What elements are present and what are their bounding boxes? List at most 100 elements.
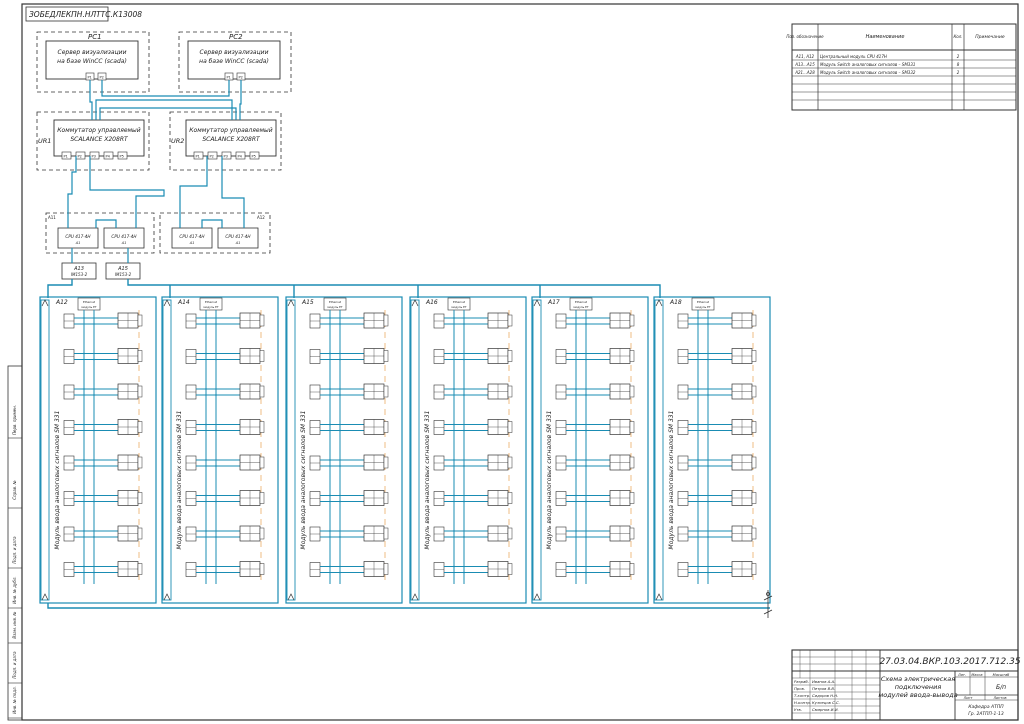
rack-head-text: Ethernet bbox=[697, 300, 710, 304]
title-block-org-1: Кафедра АТПП bbox=[968, 704, 1004, 710]
tb-name: Сидоров Н.Н. bbox=[812, 693, 838, 698]
rack-frame bbox=[39, 296, 157, 604]
rack-head-module bbox=[323, 297, 347, 311]
side-label: Инв. № подл. bbox=[12, 686, 17, 714]
cpu-module bbox=[171, 227, 213, 249]
rack-head-text-2: модуль ЕТ bbox=[695, 305, 711, 309]
rack-channel-row bbox=[433, 561, 513, 577]
rack-channel-row bbox=[677, 561, 757, 577]
spec-cell-name: Модуль Switch аналоговых сигналов – SM33… bbox=[820, 70, 916, 75]
rack-channel-row bbox=[677, 454, 757, 471]
rack-head-text: Ethernet bbox=[575, 300, 588, 304]
side-label: Перв. примен. bbox=[12, 405, 17, 435]
switch-port bbox=[89, 151, 100, 160]
rack-channel-row bbox=[677, 490, 757, 506]
tb-role: Разраб. bbox=[794, 679, 809, 684]
switch-2-line2: SCALANCE X208RT bbox=[202, 136, 261, 143]
rack-channel-row bbox=[555, 348, 635, 364]
rack-channel-row bbox=[677, 525, 757, 542]
switch-port bbox=[193, 151, 204, 160]
switch-port-label: P3 bbox=[92, 155, 96, 159]
title-block-sheet-label: Лист bbox=[963, 696, 974, 700]
rack-vertical-label: Модуль ввода аналоговых сигналов SM 331 bbox=[424, 411, 431, 550]
cpu-group-left-dashed bbox=[45, 212, 155, 254]
rack-channel-row bbox=[433, 348, 513, 364]
rack-bus-bar bbox=[532, 299, 542, 601]
cpu-module-name: CPU 417-4H bbox=[65, 234, 91, 239]
tb-name: Иванов А.А. bbox=[812, 679, 835, 684]
rack-channel-row bbox=[677, 383, 757, 400]
rack-channel-row bbox=[309, 312, 389, 329]
switch-1-label: UR1 bbox=[38, 137, 51, 145]
cpu-module bbox=[217, 227, 259, 249]
rack-arrow-top bbox=[655, 299, 663, 307]
rack-channel-row bbox=[555, 312, 635, 329]
rack-head-module bbox=[569, 297, 593, 311]
switch-2-label: UR2 bbox=[171, 137, 184, 145]
rack-frame bbox=[653, 296, 771, 604]
switch-port-label: P4 bbox=[106, 155, 111, 159]
rack-frame bbox=[161, 296, 279, 604]
bus-terminator bbox=[763, 590, 773, 618]
pc-2-line1: Сервер визуализации bbox=[200, 49, 269, 56]
rack-label: A17 bbox=[547, 299, 560, 306]
spec-cell-pos: A13...A15 bbox=[794, 62, 815, 67]
rack-arrow-bottom bbox=[533, 593, 541, 601]
rack-arrow-bottom bbox=[411, 593, 419, 601]
rack-vertical-label: Модуль ввода аналоговых сигналов SM 331 bbox=[300, 411, 307, 550]
spec-header-name: Наименование bbox=[866, 34, 905, 40]
rack-arrow-top bbox=[287, 299, 295, 307]
rack-channel-row bbox=[433, 419, 513, 435]
spec-header-pos: Поз. обозначение bbox=[786, 34, 824, 39]
return-bus bbox=[47, 603, 770, 609]
title-block-code: 27.03.04.ВКР.103.2017.712.35 bbox=[879, 657, 1020, 667]
spec-cell-pos: A21...A28 bbox=[794, 70, 815, 75]
top-stamp-text: ЗОБЕДЛЕКПН.НЛТТС.К13008 bbox=[29, 10, 142, 19]
cpu-module-name: CPU 417-4H bbox=[225, 234, 251, 239]
side-label: Справ. № bbox=[12, 480, 17, 499]
switch-port bbox=[235, 151, 246, 160]
spec-cell-name: Центральный модуль CPU 417H bbox=[820, 54, 887, 59]
switch-port bbox=[221, 151, 232, 160]
rack-channel-row bbox=[185, 525, 265, 542]
rack-channel-row bbox=[309, 419, 389, 435]
switch-port bbox=[103, 151, 114, 160]
cpu-module-sub: А1 bbox=[121, 241, 127, 245]
rack-bus-bar bbox=[410, 299, 420, 601]
im-2-sub: IM153-2 bbox=[115, 272, 132, 277]
switch-port bbox=[61, 151, 72, 160]
title-block-org-2: Гр. 2АТПП-1-13 bbox=[968, 711, 1004, 717]
rack-arrow-bottom bbox=[287, 593, 295, 601]
rack-bus-bar bbox=[40, 299, 50, 601]
rack-channel-row bbox=[185, 383, 265, 400]
rack-vertical-label: Модуль ввода аналоговых сигналов SM 331 bbox=[176, 411, 183, 550]
title-block-scale-header: Масштаб bbox=[993, 673, 1010, 677]
rack-head-module bbox=[199, 297, 223, 311]
rack-head-text-2: модуль ЕТ bbox=[327, 305, 343, 309]
title-block-roles: Разраб.Иванов А.А.Пров.Петров В.В.Т.конт… bbox=[794, 679, 840, 712]
tb-name: Петров В.В. bbox=[812, 686, 835, 691]
rack-bus-bar bbox=[162, 299, 172, 601]
rack-channel-row bbox=[63, 490, 143, 506]
im-modules: A13 IM153-2 A15 IM153-2 bbox=[61, 262, 141, 280]
cpu-module-sub: А1 bbox=[75, 241, 81, 245]
rack-vertical-label: Модуль ввода аналоговых сигналов SM 331 bbox=[546, 411, 553, 550]
rack-head-text: Ethernet bbox=[83, 300, 96, 304]
tb-role: Пров. bbox=[794, 686, 805, 691]
rack-channel-row bbox=[555, 525, 635, 542]
title-block-lit-header: Лит. bbox=[957, 673, 966, 677]
im-1-sub: IM153-2 bbox=[71, 272, 88, 277]
rack-channel-row bbox=[63, 348, 143, 364]
rack-channel-row bbox=[185, 490, 265, 506]
cpu-module-name: CPU 417-4H bbox=[179, 234, 205, 239]
cpu-im-wires bbox=[71, 248, 129, 263]
rack-channel-row bbox=[63, 383, 143, 400]
switch-2: UR2 Коммутатор управляемый SCALANCE X208… bbox=[169, 111, 282, 171]
rack-vertical-label: Модуль ввода аналоговых сигналов SM 331 bbox=[668, 411, 675, 550]
switch-port-label: P2 bbox=[78, 155, 82, 159]
rack-channel-row bbox=[677, 348, 757, 364]
pc-1-label: PC1 bbox=[88, 33, 102, 41]
